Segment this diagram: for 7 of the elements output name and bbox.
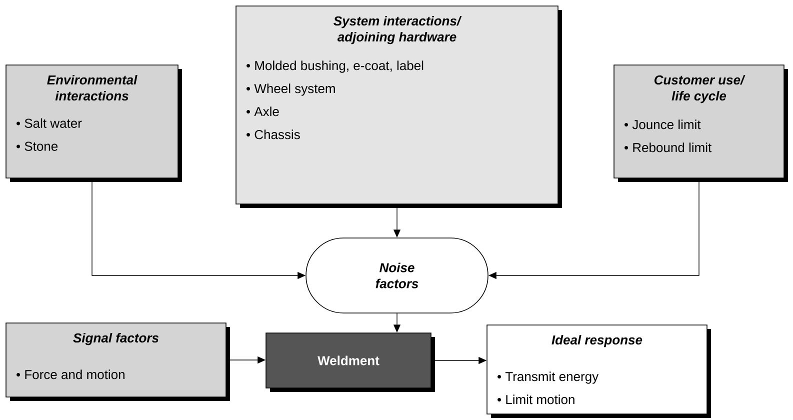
factor-box: Customer use/ life cycle • Jounce limit • Rebound limit	[614, 64, 788, 182]
factor-box: Environmental interactions • Salt water • Stone	[6, 64, 182, 182]
response-box: Ideal response • Transmit energy • Limit motion	[486, 324, 711, 418]
factor-box: System interactions/ adjoining hardware • Molded bushing, e-coat, label • Wheel system • Axle • Chassis	[236, 6, 562, 208]
factor-box: Signal factors • Force and motion	[6, 322, 230, 401]
system-box: Weldment	[266, 332, 435, 392]
noise-stadium: Noise factors	[306, 238, 488, 314]
